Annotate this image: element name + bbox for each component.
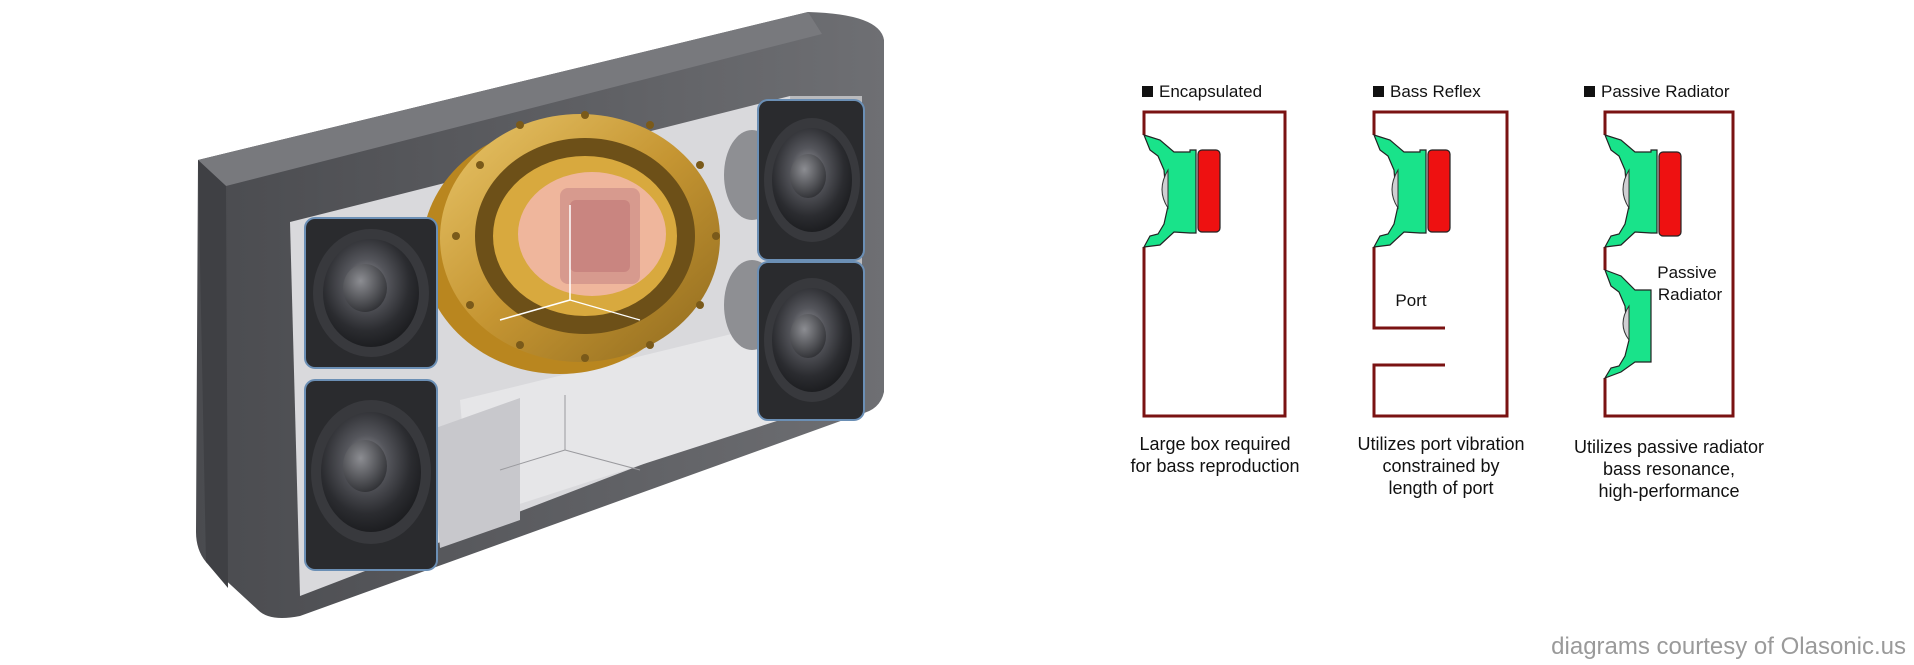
diagram-bass-reflex: Bass Reflex Port Utilizes port vibration… bbox=[1357, 82, 1524, 498]
driver-surround bbox=[1603, 134, 1658, 248]
port-label: Port bbox=[1395, 291, 1426, 310]
driver-surround bbox=[1142, 134, 1197, 248]
diagram-passive-radiator: Passive Radiator Passive Radiator Utiliz… bbox=[1574, 82, 1764, 501]
speaker-driver-right-bottom bbox=[757, 261, 865, 421]
passive-radiator-label: Passive bbox=[1657, 263, 1717, 282]
caption-line: Large box required bbox=[1139, 434, 1290, 454]
caption-line: for bass reproduction bbox=[1130, 456, 1299, 476]
magnet bbox=[1658, 151, 1682, 237]
passive-radiator-cap bbox=[1622, 304, 1630, 342]
caption-line: Utilizes port vibration bbox=[1357, 434, 1524, 454]
cabinet-rim bbox=[198, 12, 822, 186]
legend-square-icon bbox=[1142, 86, 1153, 97]
dust-cap bbox=[1391, 168, 1399, 210]
diagram-title-passive-radiator: Passive Radiator bbox=[1601, 82, 1730, 101]
enclosure-diagrams-svg: Encapsulated Large box required for bass… bbox=[1130, 82, 1764, 501]
passive-radiator-label: Radiator bbox=[1658, 285, 1723, 304]
driver-surround bbox=[1372, 134, 1427, 248]
enclosure-outline bbox=[1372, 110, 1509, 418]
passive-radiator-assembly bbox=[422, 111, 720, 374]
axis-triad bbox=[499, 395, 641, 471]
enclosure-outline bbox=[1603, 110, 1735, 418]
diagram-encapsulated: Encapsulated Large box required for bass… bbox=[1130, 82, 1299, 476]
magnet bbox=[1197, 149, 1221, 233]
diagram-title-encapsulated: Encapsulated bbox=[1159, 82, 1262, 101]
diagram-title-bass-reflex: Bass Reflex bbox=[1390, 82, 1481, 101]
caption-line: bass resonance, bbox=[1603, 459, 1735, 479]
caption-line: Utilizes passive radiator bbox=[1574, 437, 1764, 457]
image-credit: diagrams courtesy of Olasonic.us bbox=[1551, 633, 1906, 660]
caption-line: high-performance bbox=[1598, 481, 1739, 501]
speaker-driver-left-top bbox=[304, 217, 438, 369]
caption-line: constrained by bbox=[1382, 456, 1499, 476]
enclosure-outline bbox=[1142, 110, 1287, 418]
dust-cap bbox=[1161, 168, 1169, 210]
legend-square-icon bbox=[1584, 86, 1595, 97]
speaker-driver-left-bottom bbox=[304, 379, 438, 571]
caption-line: length of port bbox=[1388, 478, 1493, 498]
dust-cap bbox=[1622, 168, 1630, 210]
speaker-cad-render-svg bbox=[196, 12, 884, 618]
enclosure-diagrams: Encapsulated Large box required for bass… bbox=[1060, 0, 1914, 665]
speaker-cad-render bbox=[196, 12, 884, 618]
legend-square-icon bbox=[1373, 86, 1384, 97]
speaker-driver-right-top bbox=[757, 99, 865, 261]
port-tube-upper bbox=[1372, 247, 1445, 330]
magnet bbox=[1427, 149, 1451, 233]
